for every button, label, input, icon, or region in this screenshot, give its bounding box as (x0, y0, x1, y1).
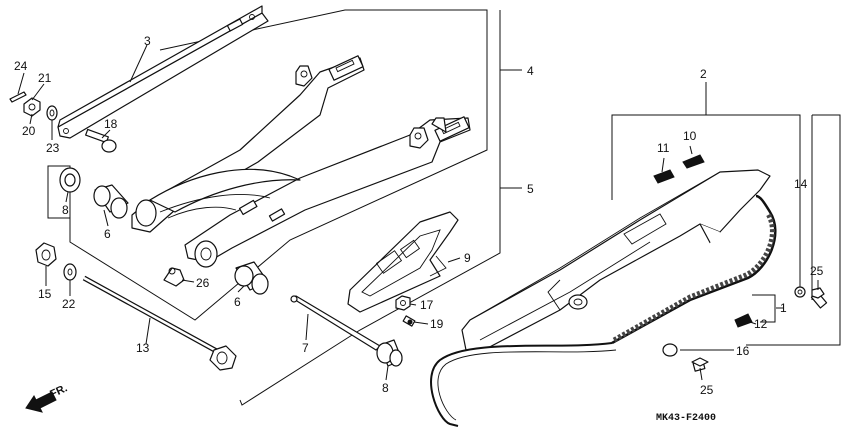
callout-24: 24 (14, 59, 28, 73)
callout-23: 23 (46, 141, 60, 155)
callout-16: 16 (736, 344, 750, 358)
stickers (653, 154, 753, 328)
callout-10: 10 (683, 129, 697, 143)
callout-3: 3 (144, 34, 151, 48)
swingarm (131, 55, 471, 268)
small-hardware-center (395, 295, 416, 327)
leader-lines (17, 72, 819, 381)
callout-21: 21 (38, 71, 52, 85)
callout-12: 12 (754, 317, 768, 331)
collar-8-lower (376, 339, 403, 367)
callout-9: 9 (464, 251, 471, 265)
callout-labels: 1 2 3 4 5 6 6 7 8 8 9 10 11 12 13 14 15 … (14, 34, 824, 397)
drive-chain (430, 194, 777, 427)
callout-20: 20 (22, 124, 36, 138)
callout-13: 13 (136, 341, 150, 355)
callout-25b: 25 (700, 383, 714, 397)
callout-2: 2 (700, 67, 707, 81)
collar-lower (234, 261, 269, 295)
callout-1: 1 (780, 301, 787, 315)
callout-25a: 25 (810, 264, 824, 278)
callout-19: 19 (430, 317, 444, 331)
callout-8b: 8 (382, 381, 389, 395)
callout-15: 15 (38, 287, 52, 301)
chain-slider-strip (57, 5, 269, 139)
pivot-bolt (82, 275, 237, 371)
diagram-code: MK43-F2400 (656, 413, 716, 424)
small-hardware-left (9, 91, 185, 287)
callout-11: 11 (657, 141, 670, 155)
callout-4: 4 (527, 64, 534, 78)
callout-5: 5 (527, 182, 534, 196)
callout-14: 14 (794, 177, 808, 191)
small-hardware-right (691, 286, 828, 372)
chain-guard (347, 211, 459, 313)
callout-26: 26 (196, 276, 210, 290)
front-direction-arrow: FR. (25, 382, 69, 413)
callout-7: 7 (302, 341, 309, 355)
callout-6b: 6 (234, 295, 241, 309)
callout-8a: 8 (62, 203, 69, 217)
callout-17: 17 (420, 298, 434, 312)
front-direction-label: FR. (48, 382, 69, 400)
callout-22: 22 (62, 297, 76, 311)
group-lines (47, 9, 841, 406)
callout-18: 18 (104, 117, 118, 131)
callout-6a: 6 (104, 227, 111, 241)
